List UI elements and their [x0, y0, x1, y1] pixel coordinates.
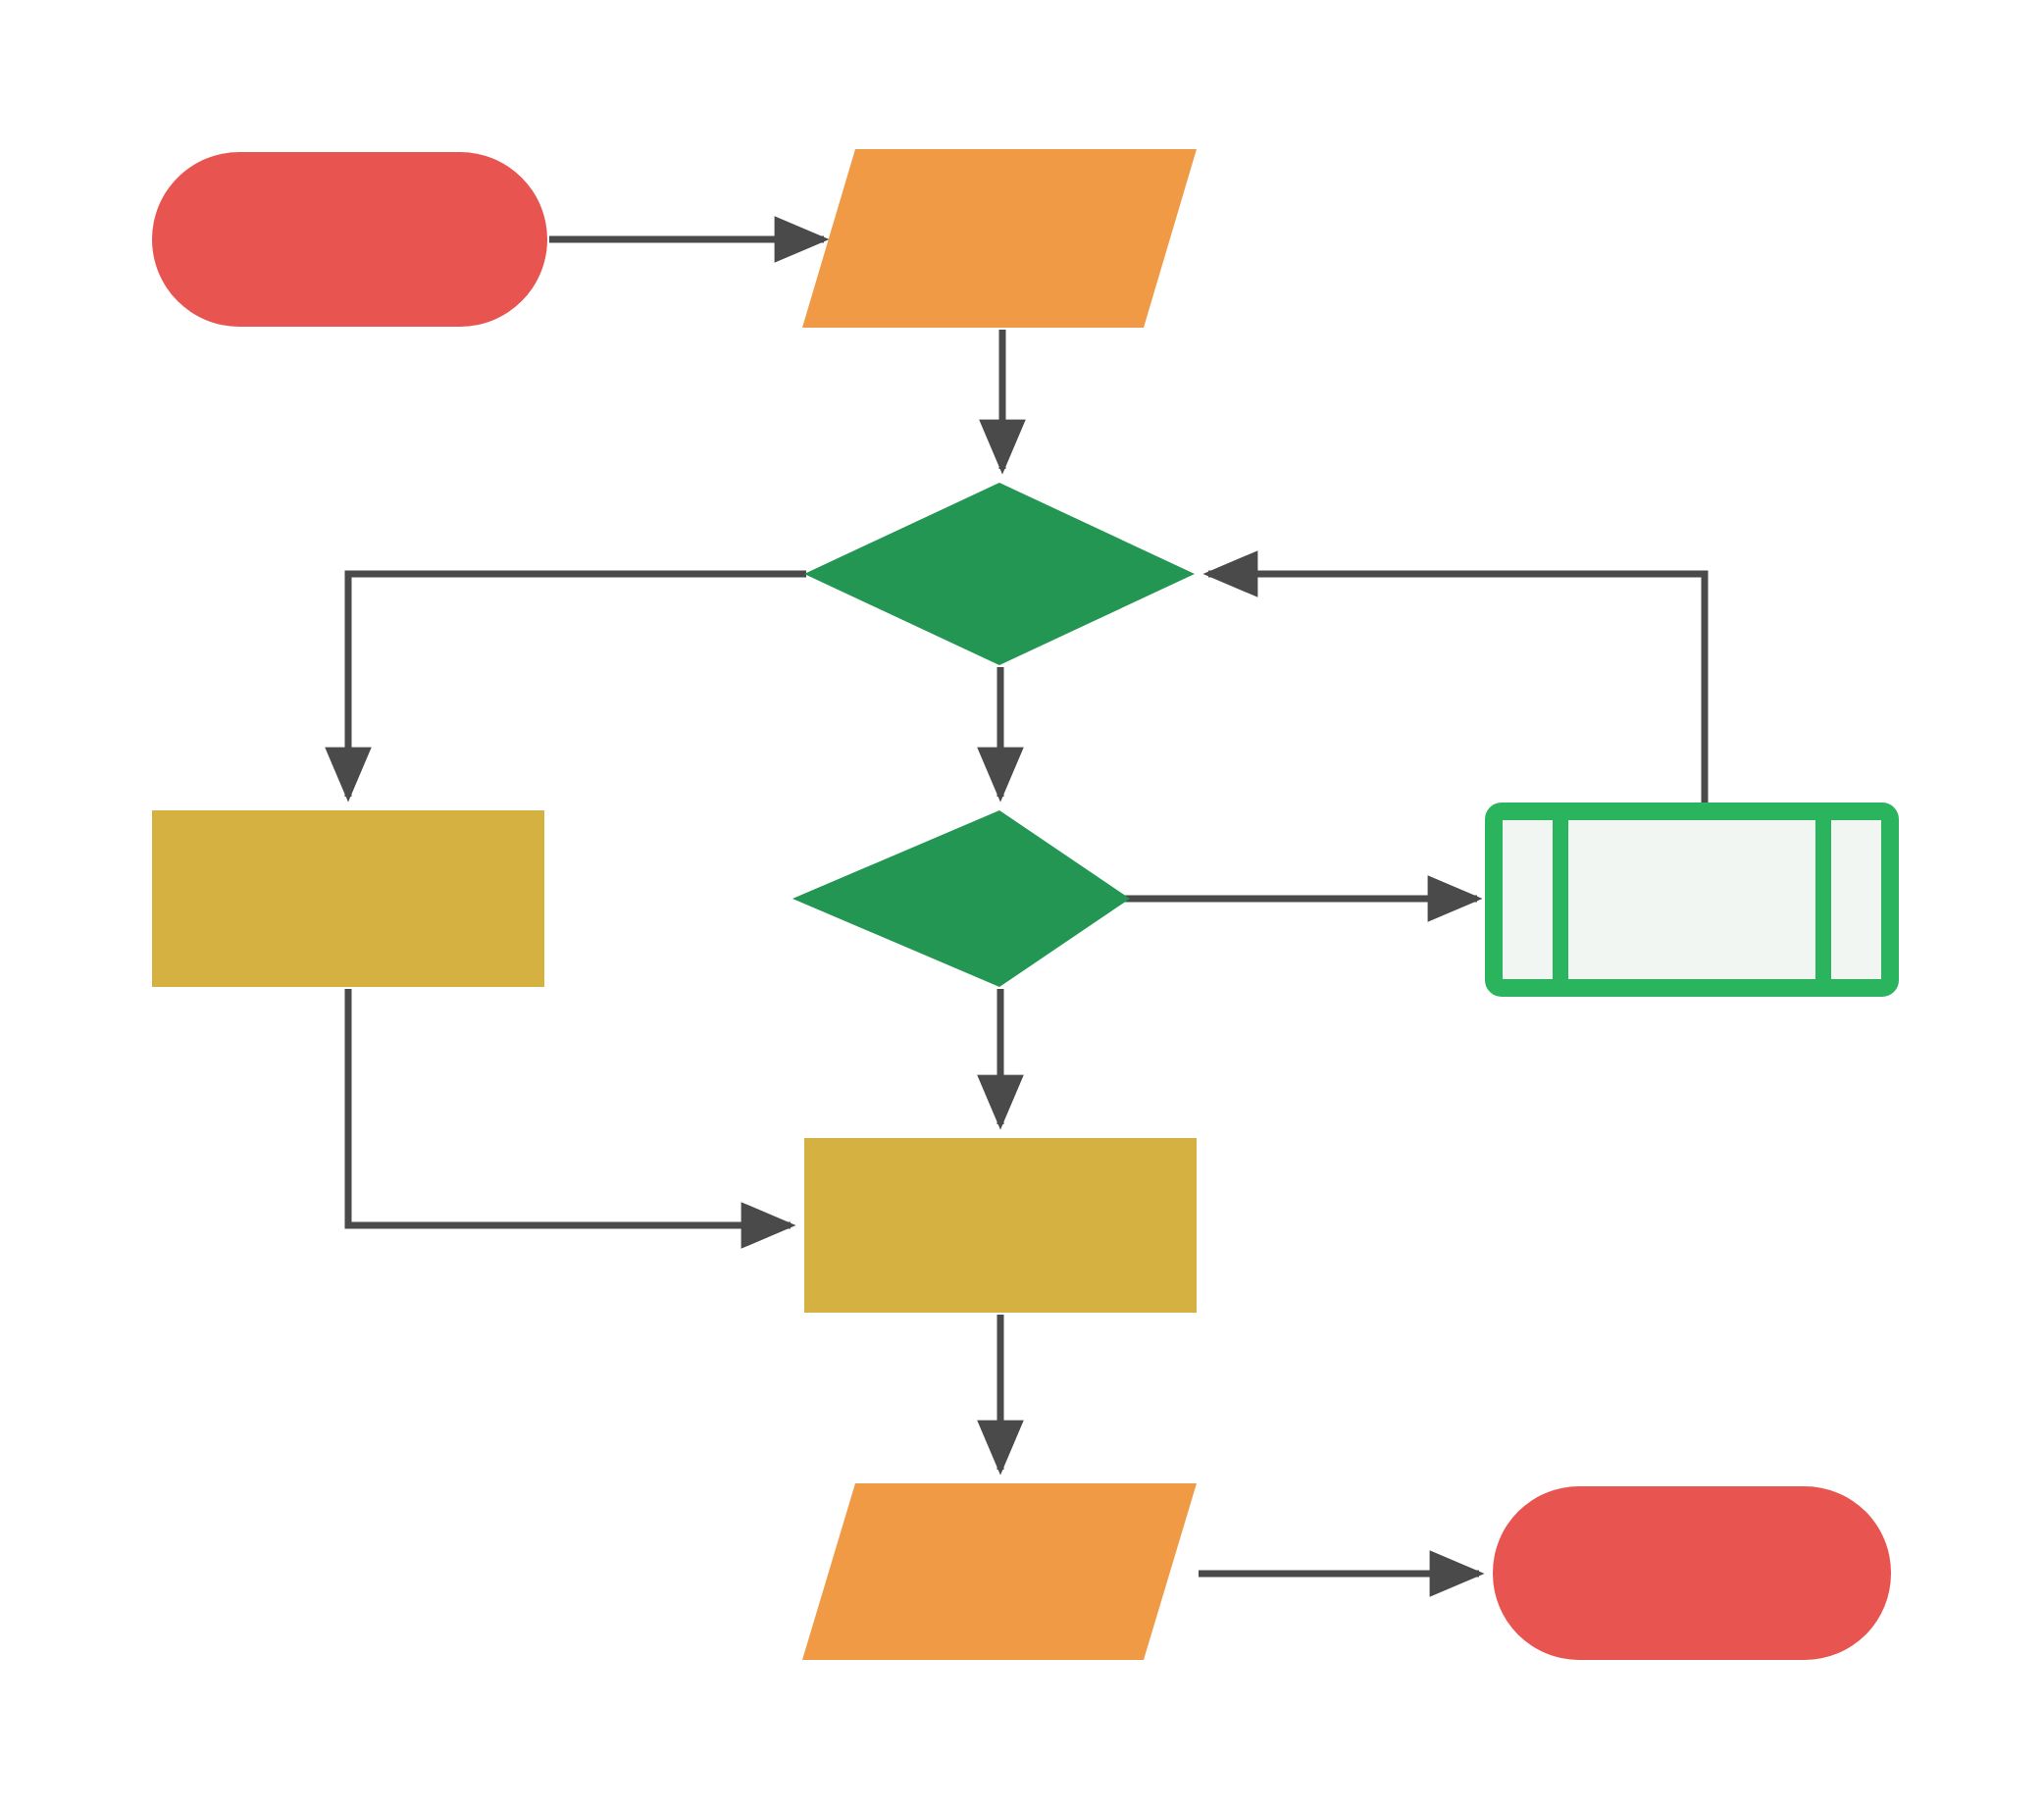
node-process-center[interactable]	[804, 1138, 1197, 1313]
node-end-terminal[interactable]	[1493, 1486, 1891, 1660]
process-left-shape[interactable]	[152, 810, 544, 987]
start-terminal-shape[interactable]	[152, 152, 547, 327]
node-output-parallelogram[interactable]	[802, 1483, 1197, 1660]
subroutine-outer-shape[interactable]	[1485, 803, 1899, 997]
edge-process-left-to-process-center	[344, 989, 796, 1249]
node-decision-2[interactable]	[792, 810, 1130, 987]
process-center-shape[interactable]	[804, 1138, 1197, 1313]
node-input-parallelogram[interactable]	[802, 149, 1197, 328]
node-subroutine[interactable]	[1485, 803, 1899, 997]
node-process-left[interactable]	[152, 810, 544, 987]
edge-decision1-to-process-left	[325, 570, 806, 803]
node-decision-1[interactable]	[804, 483, 1195, 665]
edge-subroutine-to-decision1	[1202, 550, 1709, 804]
output-parallelogram-shape[interactable]	[802, 1483, 1197, 1660]
input-parallelogram-shape[interactable]	[802, 149, 1197, 328]
decision-2-shape[interactable]	[792, 810, 1130, 987]
node-start-terminal[interactable]	[152, 152, 547, 327]
decision-1-shape[interactable]	[804, 483, 1195, 665]
end-terminal-shape[interactable]	[1493, 1486, 1891, 1660]
